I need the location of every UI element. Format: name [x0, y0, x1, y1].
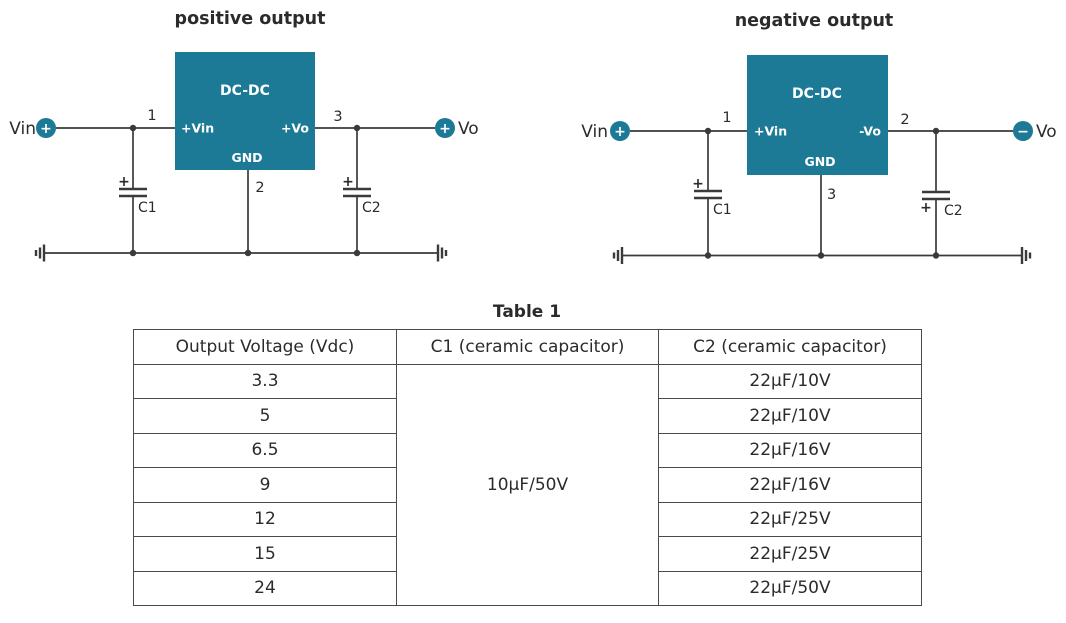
negative-c1-label: C1 [713, 202, 732, 218]
c1-merged-cell: 10µF/50V [396, 363, 659, 606]
positive-pin3-number: 3 [333, 109, 342, 125]
table-row: 12 22µF/25V [133, 501, 922, 537]
ground-symbol-right [1020, 247, 1032, 264]
negative-c2-label: C2 [944, 203, 963, 219]
negative-vin-polarity-icon: + [614, 124, 626, 140]
voltage-cell: 3.3 [133, 363, 397, 399]
negative-vin-terminal-circle [610, 121, 630, 141]
voltage-cell: 6.5 [133, 432, 397, 468]
positive-output-diagram: positive output DC-DC +Vin +Vo GND 1 3 2… [9, 9, 479, 262]
c2-cell: 22µF/25V [658, 536, 922, 572]
c2-cell: 22µF/16V [658, 432, 922, 468]
negative-pin-vo-label: -Vo [859, 124, 881, 139]
negative-pin-vin-label: +Vin [754, 124, 787, 139]
positive-capacitor-c2: + C2 [342, 128, 381, 253]
negative-dcdc-label: DC-DC [792, 86, 842, 102]
junction-dot [353, 249, 361, 257]
voltage-cell: 24 [133, 570, 397, 606]
ground-symbol-right [436, 244, 448, 262]
table-header-row: Output Voltage (Vdc) C1 (ceramic capacit… [133, 329, 922, 365]
table-row: 3.3 10µF/50V 22µF/10V [133, 363, 922, 606]
junction-dot [704, 127, 712, 135]
voltage-cell: 15 [133, 536, 397, 572]
junction-dot [932, 252, 940, 259]
header-output-voltage: Output Voltage (Vdc) [133, 329, 397, 365]
positive-pin-gnd-label: GND [231, 150, 262, 165]
negative-pin1-number: 1 [722, 110, 731, 126]
negative-diagram-title: negative output [735, 11, 894, 31]
junction-dot [353, 124, 361, 132]
junction-dot [129, 124, 137, 132]
c2-cell: 22µF/10V [658, 398, 922, 434]
voltage-cell: 12 [133, 501, 397, 537]
positive-vin-label: Vin [9, 119, 36, 139]
table-title: Table 1 [492, 302, 562, 322]
negative-dcdc-block [747, 55, 888, 175]
header-c2: C2 (ceramic capacitor) [658, 329, 922, 365]
circuit-diagrams: positive output DC-DC +Vin +Vo GND 1 3 2… [9, 9, 1057, 264]
c2-cell: 22µF/25V [658, 501, 922, 537]
positive-c1-label: C1 [138, 200, 157, 216]
positive-dcdc-block [175, 52, 315, 170]
c2-cell: 22µF/50V [658, 570, 922, 606]
positive-pin2-number: 2 [255, 180, 264, 196]
negative-capacitor-c2: + C2 [920, 131, 963, 256]
negative-vo-label: Vo [1036, 122, 1057, 142]
positive-vo-terminal-circle [435, 118, 455, 138]
positive-c2-polarity: + [342, 174, 354, 190]
junction-dot [244, 249, 252, 257]
negative-c2-polarity: + [920, 200, 932, 216]
junction-dot [932, 127, 940, 135]
negative-vo-polarity-icon: − [1017, 124, 1029, 140]
positive-pin-vin-label: +Vin [181, 121, 214, 136]
ground-symbol-left [34, 244, 46, 262]
negative-capacitor-c1: + C1 [692, 131, 732, 256]
positive-capacitor-c1: + C1 [118, 128, 157, 253]
junction-dot [129, 249, 137, 257]
positive-vin-terminal-circle [36, 118, 56, 138]
positive-c1-polarity: + [118, 174, 130, 190]
positive-vin-polarity-icon: + [40, 121, 52, 137]
negative-pin-gnd-label: GND [804, 154, 835, 169]
c2-cell: 22µF/16V [658, 467, 922, 503]
ground-symbol-left [612, 247, 624, 264]
negative-vo-terminal-circle [1013, 121, 1033, 141]
positive-vo-polarity-icon: + [439, 121, 451, 137]
negative-vin-label: Vin [581, 122, 608, 142]
positive-c2-label: C2 [362, 200, 381, 216]
positive-diagram-title: positive output [175, 9, 326, 29]
positive-pin1-number: 1 [147, 108, 156, 124]
positive-dcdc-label: DC-DC [220, 83, 270, 99]
positive-vo-label: Vo [458, 119, 479, 139]
negative-pin3-number: 3 [827, 187, 836, 203]
negative-output-diagram: negative output DC-DC +Vin -Vo GND 1 2 3… [581, 11, 1057, 264]
voltage-cell: 5 [133, 398, 397, 434]
junction-dot [817, 252, 825, 259]
positive-pin-vo-label: +Vo [281, 121, 309, 136]
junction-dot [704, 252, 712, 259]
negative-pin2-number: 2 [900, 112, 909, 128]
table-row: 24 22µF/50V [133, 570, 922, 606]
table-1: Output Voltage (Vdc) C1 (ceramic capacit… [133, 329, 922, 606]
voltage-cell: 9 [133, 467, 397, 503]
header-c1: C1 (ceramic capacitor) [396, 329, 659, 365]
negative-c1-polarity: + [692, 176, 704, 192]
table-section: Table 1 Output Voltage (Vdc) C1 (ceramic… [133, 302, 922, 606]
c2-cell: 22µF/10V [658, 363, 922, 399]
